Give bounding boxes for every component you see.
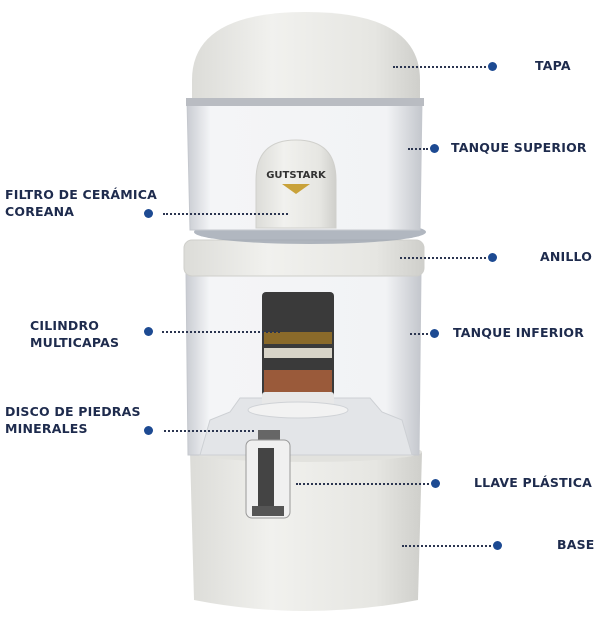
label-base: BASE [557, 537, 595, 552]
label-line: FILTRO DE CERÁMICA [5, 187, 158, 202]
label-disco-piedras: DISCO DE PIEDRAS MINERALES [5, 403, 141, 437]
leader-line-disco [164, 430, 254, 432]
ring-part [183, 239, 425, 277]
label-anillo: ANILLO [540, 249, 593, 264]
lower-tank-part [185, 271, 422, 456]
dot-llave [431, 479, 440, 488]
label-line: DISCO DE PIEDRAS [5, 404, 141, 419]
leader-line-anillo [400, 257, 486, 259]
leader-line-filtro [163, 213, 288, 215]
label-line: MINERALES [5, 421, 88, 436]
dot-tanque-superior [430, 144, 439, 153]
dot-anillo [488, 253, 497, 262]
dot-disco [144, 426, 153, 435]
label-tanque-inferior: TANQUE INFERIOR [453, 325, 585, 340]
base-part [190, 442, 422, 611]
label-llave-plastica: LLAVE PLÁSTICA [474, 475, 592, 490]
label-cilindro-multicapas: CILINDRO MULTICAPAS [30, 317, 119, 351]
label-line: CILINDRO [30, 318, 100, 333]
dot-cilindro [144, 327, 153, 336]
faucet-part [245, 430, 291, 519]
brand-logo: GUTSTARK [266, 170, 327, 181]
label-tapa: TAPA [535, 58, 571, 73]
dot-tapa [488, 62, 497, 71]
dot-tanque-inferior [430, 329, 439, 338]
dot-base [493, 541, 502, 550]
label-filtro-ceramica: FILTRO DE CERÁMICA COREANA [5, 186, 157, 220]
dot-filtro [144, 209, 153, 218]
label-line: MULTICAPAS [30, 335, 120, 350]
leader-line-tanque-superior [408, 148, 428, 150]
leader-line-tanque-inferior [410, 333, 428, 335]
leader-line-llave [296, 483, 429, 485]
leader-line-base [402, 545, 491, 547]
leader-line-tapa [393, 66, 486, 68]
lid-part [186, 12, 424, 106]
label-line: COREANA [5, 204, 75, 219]
upper-tank-part: GUTSTARK [186, 99, 423, 231]
leader-line-cilindro [162, 331, 280, 333]
label-tanque-superior: TANQUE SUPERIOR [451, 140, 587, 155]
